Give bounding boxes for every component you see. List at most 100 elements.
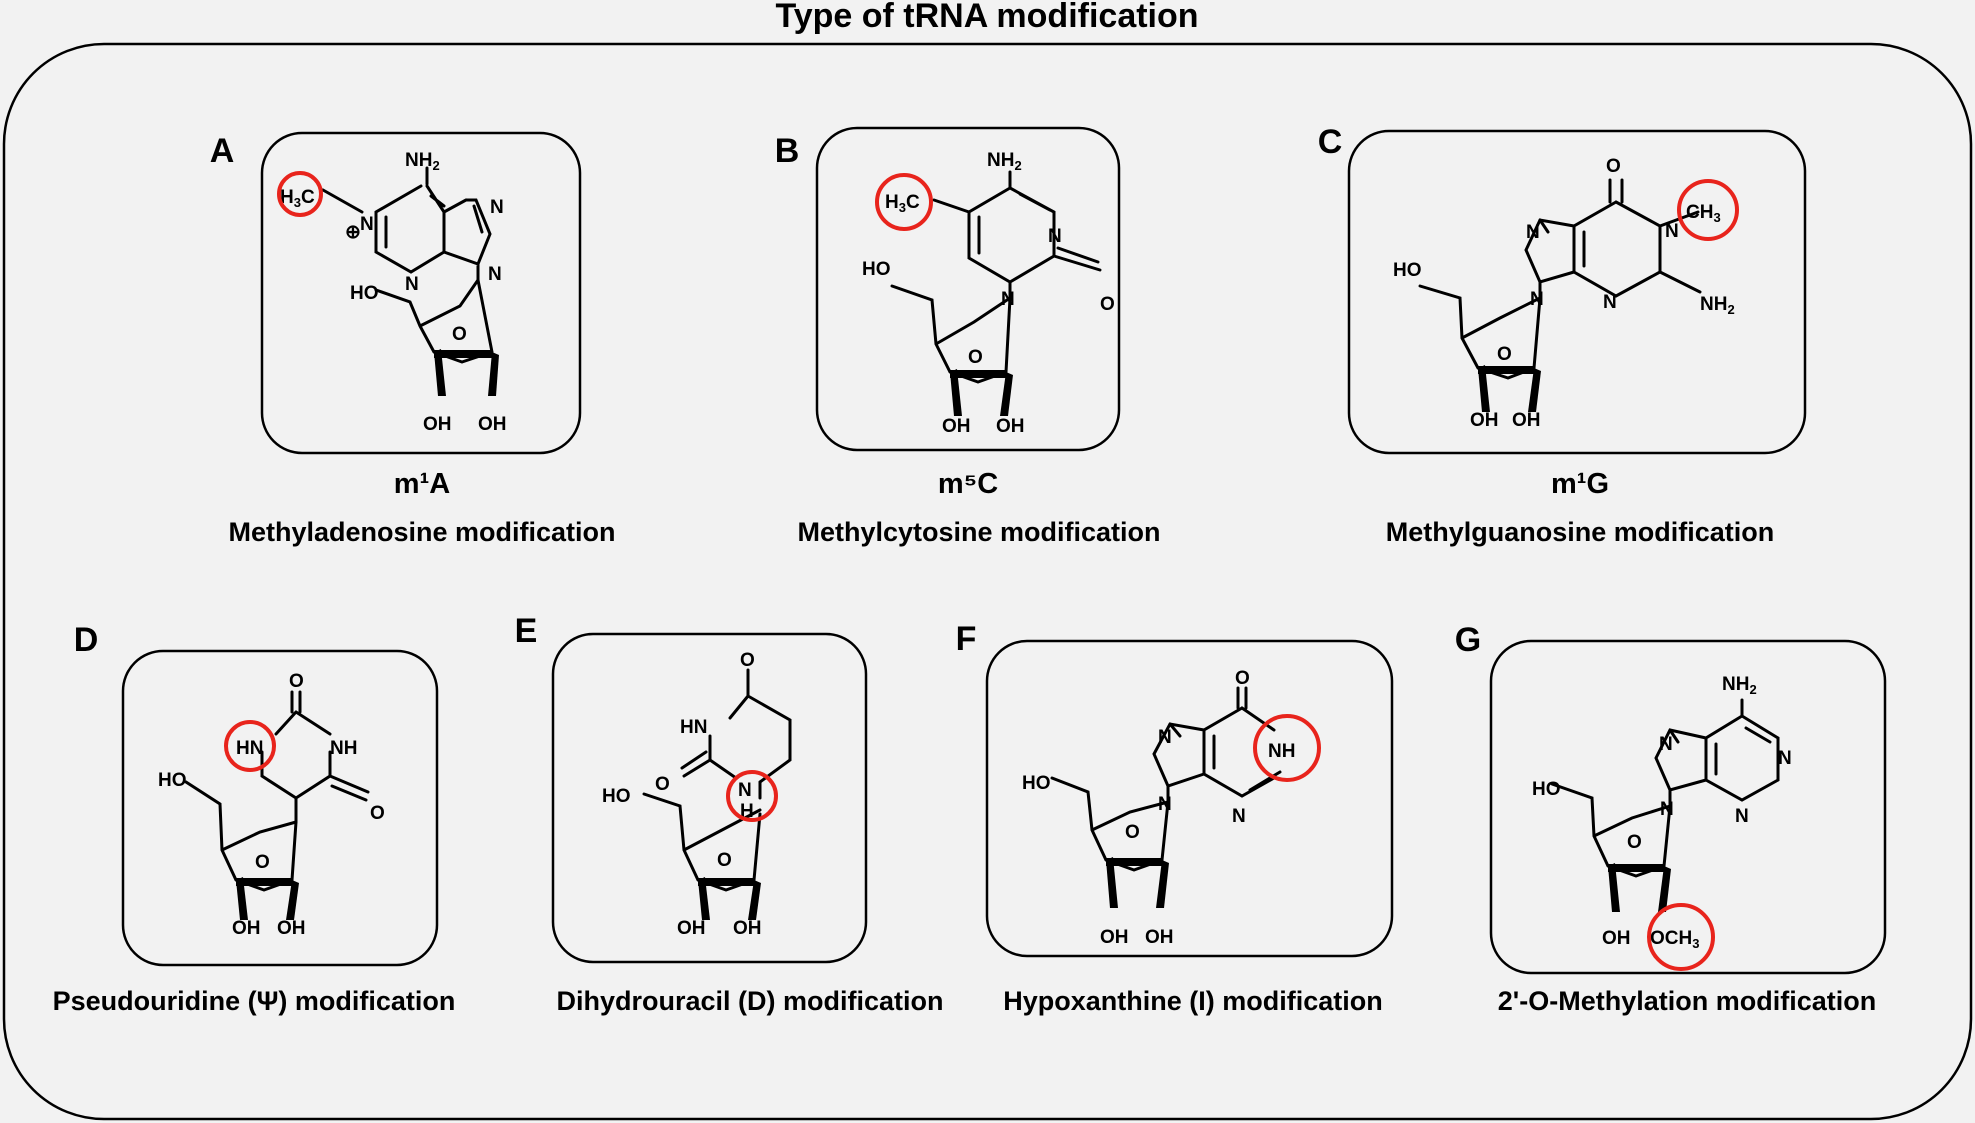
highlight-methoxy [1647,903,1715,971]
svg-text:HO: HO [1393,260,1422,281]
svg-text:O: O [740,650,755,671]
svg-text:N: N [488,264,502,285]
figure-title: Type of tRNA modification [775,0,1198,35]
panel-e-letter: E [515,612,538,650]
panel-b-abbreviation: m⁵C [938,468,998,500]
m1a-structure: NH2 H3C N ⊕ N N N HO O OH OH [277,150,507,435]
svg-text:OH: OH [423,414,452,435]
svg-text:OH: OH [277,918,306,939]
panel-a-abbreviation: m¹A [394,468,450,500]
panel-b: B NH2 H3C N N O HO O OH OH m⁵C Methylcyt… [775,126,1161,547]
svg-text:N: N [490,197,504,218]
svg-text:N: N [1530,289,1544,310]
panel-b-box [815,126,1121,452]
svg-text:O: O [452,324,467,345]
svg-text:H3C: H3C [280,187,315,210]
panel-b-letter: B [775,132,800,170]
m5c-structure: NH2 H3C N N O HO O OH OH [862,150,1115,437]
pseudouridine-structure: O HN NH O HO O OH OH [158,671,385,939]
svg-text:HO: HO [1532,779,1561,800]
highlight-methyl [875,173,933,231]
svg-text:OH: OH [1602,928,1631,949]
svg-text:O: O [717,850,732,871]
panel-c-caption: Methylguanosine modification [1386,517,1775,547]
highlight-methyl [277,171,323,217]
panel-c-letter: C [1318,123,1343,161]
svg-text:N: N [1665,221,1679,242]
svg-text:O: O [289,671,304,692]
svg-text:NH: NH [1268,741,1295,762]
svg-text:O: O [255,852,270,873]
highlight-nh [726,770,778,822]
svg-text:HN: HN [236,738,263,759]
highlight-nh [224,720,276,772]
svg-text:O: O [1100,294,1115,315]
svg-text:N: N [1158,727,1172,748]
panel-f-caption: Hypoxanthine (I) modification [1003,986,1383,1016]
panel-e-box [551,632,868,964]
svg-text:OH: OH [942,416,971,437]
svg-text:O: O [1606,156,1621,177]
svg-text:O: O [968,347,983,368]
svg-text:N: N [1659,734,1673,755]
highlight-nh [1253,714,1321,782]
panel-a: A NH2 H3C N ⊕ N N N HO O OH OH m¹A Methy… [210,131,616,547]
svg-text:N: N [1735,806,1749,827]
panel-a-caption: Methyladenosine modification [228,517,615,547]
panel-g-caption: 2'-O-Methylation modification [1498,986,1876,1016]
svg-text:OH: OH [1470,410,1499,431]
hypoxanthine-structure: O N N N NH HO O OH OH [1022,668,1321,948]
svg-text:N: N [360,214,374,235]
panel-d-box [121,649,439,967]
panel-e-caption: Dihydrouracil (D) modification [556,986,943,1016]
panel-d-letter: D [74,621,99,659]
panel-c-box [1347,129,1807,455]
panel-c: C O N N N N CH3 NH2 HO O OH OH m¹G Methy… [1318,123,1807,547]
m1g-structure: O N N N N CH3 NH2 HO O OH OH [1393,156,1739,431]
svg-text:HO: HO [1022,773,1051,794]
panel-f: F O N N N NH HO O OH OH Hypoxanthine (I)… [956,620,1394,1016]
svg-text:NH2: NH2 [405,150,440,173]
svg-text:OH: OH [996,416,1025,437]
svg-text:N: N [1603,292,1617,313]
svg-text:OH: OH [1512,410,1541,431]
svg-text:NH2: NH2 [987,150,1022,173]
svg-text:⊕: ⊕ [345,222,361,243]
outer-frame [2,42,1973,1121]
panel-a-letter: A [210,132,235,170]
panel-f-box [985,639,1394,958]
svg-text:N: N [738,780,752,801]
svg-text:N: N [1048,226,1062,247]
svg-text:CH3: CH3 [1686,202,1721,225]
svg-text:OH: OH [677,918,706,939]
svg-text:OH: OH [1145,927,1174,948]
svg-text:OH: OH [1100,927,1129,948]
svg-text:OCH3: OCH3 [1650,928,1699,951]
panel-c-abbreviation: m¹G [1551,468,1609,500]
dihydrouracil-structure: O HN O N H HO O OH OH [602,650,792,939]
svg-text:H3C: H3C [885,192,920,215]
svg-text:HO: HO [158,770,187,791]
svg-text:O: O [370,803,385,824]
panel-g: G NH2 N N N N HO O OH OCH3 2'-O-Methylat… [1455,621,1887,1016]
svg-text:HO: HO [602,786,631,807]
panel-e: E O HN O N H HO O OH OH Dihydrouracil (D… [515,612,944,1016]
svg-text:N: N [1526,222,1540,243]
svg-text:O: O [655,774,670,795]
highlight-methyl [1677,179,1739,241]
svg-text:OH: OH [733,918,762,939]
svg-text:O: O [1497,344,1512,365]
panel-g-letter: G [1455,621,1481,659]
svg-text:NH: NH [330,738,357,759]
svg-text:N: N [1001,289,1015,310]
svg-text:OH: OH [478,414,507,435]
svg-text:O: O [1235,668,1250,689]
svg-text:N: N [1158,794,1172,815]
svg-text:O: O [1627,832,1642,853]
panel-d: D O HN NH O HO O OH OH Pseudouridine (Ψ)… [53,621,456,1016]
svg-text:N: N [1232,806,1246,827]
panel-f-letter: F [956,620,977,658]
panel-b-caption: Methylcytosine modification [797,517,1160,547]
svg-text:N: N [1778,748,1792,769]
